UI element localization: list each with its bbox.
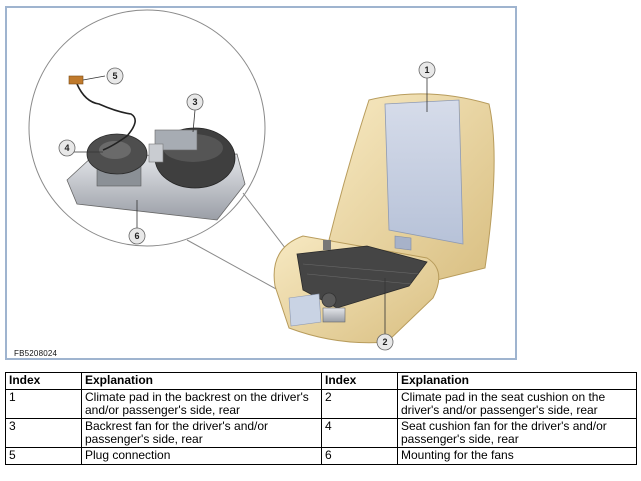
header-explanation: Explanation [397, 372, 637, 390]
svg-text:3: 3 [192, 97, 197, 107]
table-row: 1 Climate pad in the backrest on the dri… [5, 389, 637, 419]
index-cell: 6 [321, 447, 398, 465]
callout-4: 4 [58, 139, 76, 157]
figure-code: FB5208024 [14, 349, 58, 358]
svg-text:6: 6 [134, 231, 139, 241]
svg-text:4: 4 [64, 143, 69, 153]
backrest-climate-pad [384, 99, 464, 245]
table-row: 5 Plug connection 6 Mounting for the fan… [5, 447, 637, 465]
callout-leaders [73, 75, 428, 338]
svg-text:5: 5 [112, 71, 117, 81]
callout-6: 6 [128, 227, 146, 245]
explanation-cell: Seat cushion fan for the driver's and/or… [397, 418, 637, 448]
cushion-connector-icon [323, 240, 331, 250]
cushion-climate-pad [296, 245, 428, 309]
header-index: Index [5, 372, 82, 390]
index-cell: 3 [5, 418, 82, 448]
seat-illustration: 1 2 3 4 5 6 [28, 9, 495, 351]
fan-wiring [76, 83, 136, 151]
explanation-cell: Climate pad in the seat cushion on the d… [397, 389, 637, 419]
index-cell: 5 [5, 447, 82, 465]
seat-backrest [328, 93, 495, 281]
header-explanation: Explanation [81, 372, 322, 390]
callout-1: 1 [418, 61, 436, 79]
index-cell: 1 [5, 389, 82, 419]
explanation-cell: Climate pad in the backrest on the drive… [81, 389, 322, 419]
callout-2: 2 [376, 333, 394, 351]
legend-table: Index Explanation Index Explanation 1 Cl… [5, 372, 637, 465]
plug-connector-icon [68, 75, 84, 85]
callout-3: 3 [186, 93, 204, 111]
explanation-cell: Plug connection [81, 447, 322, 465]
figure-frame: 1 2 3 4 5 6 FB5208024 [5, 6, 517, 360]
table-row: 3 Backrest fan for the driver's and/or p… [5, 418, 637, 448]
svg-text:2: 2 [382, 337, 387, 347]
fan-assembly-detail [66, 75, 246, 221]
index-cell: 2 [321, 389, 398, 419]
svg-text:1: 1 [424, 65, 429, 75]
legend-header-row: Index Explanation Index Explanation [5, 372, 637, 390]
explanation-cell: Backrest fan for the driver's and/or pas… [81, 418, 322, 448]
callout-5: 5 [106, 67, 124, 85]
seat-cushion [273, 235, 440, 344]
index-cell: 4 [321, 418, 398, 448]
seat-fan-unit-icon [321, 292, 337, 308]
explanation-cell: Mounting for the fans [397, 447, 637, 465]
header-index: Index [321, 372, 398, 390]
